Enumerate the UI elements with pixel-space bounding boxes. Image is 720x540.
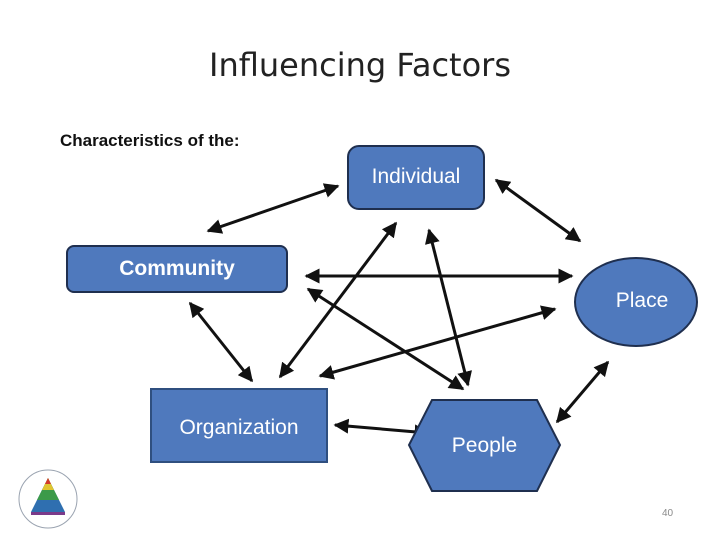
arrow-place-people (555, 360, 610, 424)
arrow-organization-people (333, 418, 430, 440)
arrow-place-community (318, 305, 557, 380)
arrow-individual-organization (278, 221, 398, 379)
node-individual: Individual (347, 145, 485, 210)
people-hexagon-shape (407, 399, 562, 492)
node-community: Community (66, 245, 288, 293)
subtitle: Characteristics of the: (60, 131, 240, 150)
node-organization: Organization (150, 388, 328, 463)
slide-title: Influencing Factors (209, 46, 511, 84)
page-number: 40 (662, 508, 674, 519)
arrow-individual-people (425, 228, 472, 387)
arrow-subtitle-individual (206, 183, 340, 234)
node-people: People (407, 398, 562, 493)
arrow-individual-place (494, 178, 582, 243)
node-people-label: People (451, 434, 518, 457)
organization-logo-icon (18, 469, 78, 529)
arrow-community-organization (188, 301, 254, 383)
node-place: Place (574, 257, 698, 347)
